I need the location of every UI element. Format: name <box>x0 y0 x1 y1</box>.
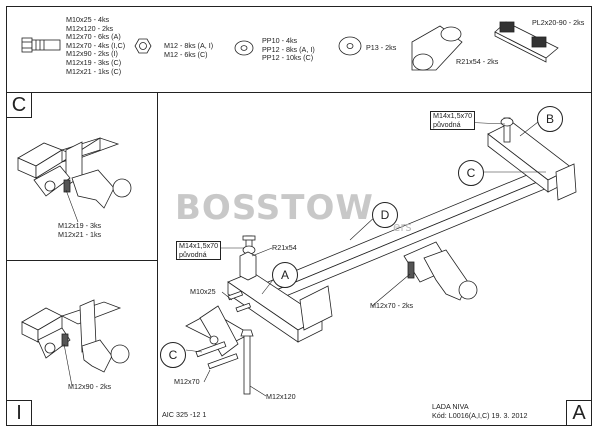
large-washer-drawing <box>338 36 362 56</box>
spacer-callout-label: R21x54 <box>272 243 297 252</box>
m12x70-left-label: M12x70 <box>174 377 200 386</box>
drawing-frame <box>6 6 592 426</box>
leader-lines <box>63 121 546 397</box>
box-line: původná <box>433 119 461 129</box>
nut-spec: M12 - 8ks (A, I) <box>164 41 214 50</box>
parts-row-divider <box>6 92 592 93</box>
drawing-code: AIC 325 -12 1 <box>162 410 207 419</box>
variant-i-marker: I <box>6 400 32 426</box>
plate-drawing <box>494 21 559 63</box>
bolt-spec: M12x19 - 3ks (C) <box>66 57 122 67</box>
car-model: LADA NIVA <box>432 402 469 411</box>
bolt-spec: M12x90 - 2ks (I) <box>66 49 118 59</box>
spacer-spec: R21x54 - 2ks <box>456 57 499 66</box>
callout-b: B <box>537 106 563 132</box>
original-bolt-label-top: M14x1,5x70 původná <box>430 111 476 131</box>
variant-c-label: M12x19 - 3ks <box>58 221 102 230</box>
box-line: původná <box>179 249 207 259</box>
washer-spec: PP12 - 10ks (C) <box>262 53 314 63</box>
main-assembly-drawing <box>185 117 577 395</box>
variant-c-labels: M12x19 - 3ks M12x21 - 1ks <box>58 221 102 239</box>
bolt-drawing <box>21 37 61 53</box>
nut-list: M12 - 8ks (A, I) M12 - 6ks (C) <box>164 41 214 59</box>
plate-spec: PL2x20-90 - 2ks <box>532 18 585 27</box>
original-bolt-label-left: M14x1,5x70 původná <box>176 241 222 261</box>
bolt-spec: M10x25 - 4ks <box>66 15 110 24</box>
bolt-spec: M12x70 - 4ks (I,C) <box>66 40 126 50</box>
callout-d: D <box>372 202 398 228</box>
nut-spec: M12 - 6ks (C) <box>164 49 208 59</box>
kit-code: Kód: L0016(A,I,C) 19. 3. 2012 <box>432 411 528 420</box>
variant-c-marker: C <box>6 92 32 118</box>
washer-p13-spec: P13 - 2ks <box>366 43 397 52</box>
washer-drawing <box>234 40 254 56</box>
m12x70-right-label: M12x70 - 2ks <box>370 301 414 310</box>
variant-c-drawing <box>17 137 132 209</box>
bolt-list: M10x25 - 4ks M12x120 - 2ks M12x70 - 6ks … <box>66 15 126 76</box>
variant-i-letter: I <box>16 402 22 424</box>
m10x25-label: M10x25 <box>190 287 216 296</box>
variant-a-letter: A <box>572 402 586 424</box>
callout-c-top: C <box>458 160 484 186</box>
washer-spec: PP12 - 8ks (A, I) <box>262 44 315 54</box>
variant-c-letter: C <box>11 94 27 116</box>
variant-i-drawing <box>21 299 130 373</box>
spacer-drawing <box>411 25 463 71</box>
variant-divider <box>6 260 157 261</box>
variant-i-label: M12x90 - 2ks <box>68 382 112 391</box>
bolt-spec: M12x70 - 6ks (A) <box>66 32 121 42</box>
bolt-spec: M12x21 - 1ks (C) <box>66 66 122 76</box>
variant-c-label: M12x21 - 1ks <box>58 229 102 239</box>
washer-list: PP10 - 4ks PP12 - 8ks (A, I) PP12 - 10ks… <box>262 36 315 63</box>
callout-a: A <box>272 262 298 288</box>
variant-a-marker: A <box>566 400 592 426</box>
bolt-spec: M12x120 - 2ks <box>66 23 114 33</box>
m12x120-label: M12x120 <box>266 392 296 401</box>
box-line: M14x1,5x70 <box>433 111 473 120</box>
box-line: M14x1,5x70 <box>179 241 219 250</box>
washer-spec: PP10 - 4ks <box>262 36 298 45</box>
callout-c-bottom: C <box>160 342 186 368</box>
nut-drawing <box>134 38 152 54</box>
watermark-logo: BOSSTOW <box>175 188 374 228</box>
left-column-divider <box>157 92 158 426</box>
watermark-sub: ers <box>393 220 412 234</box>
